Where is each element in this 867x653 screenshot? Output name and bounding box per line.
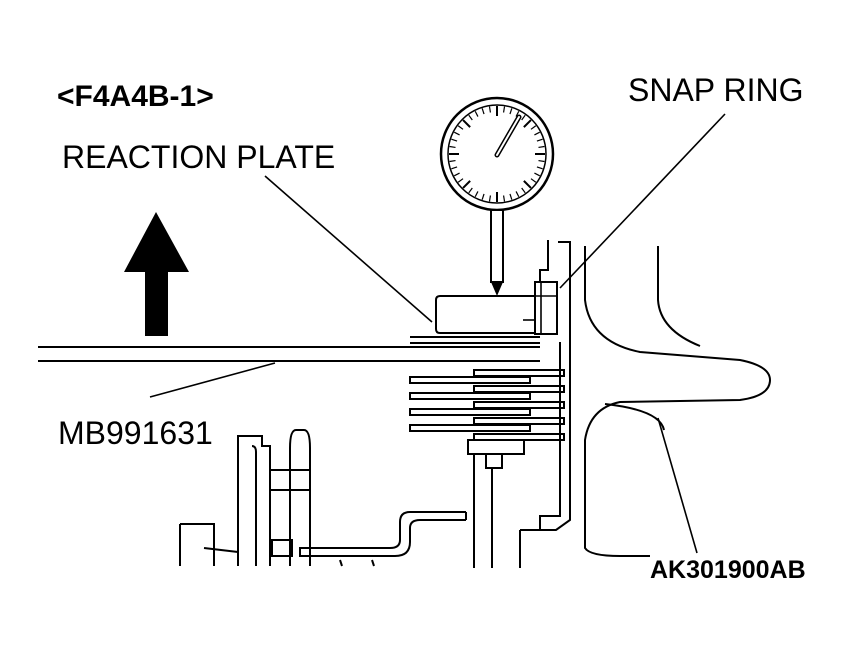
- snap-ring-leader: [559, 113, 726, 289]
- dial-gauge-tick: [451, 138, 458, 142]
- dial-gauge-ticks: [449, 106, 545, 202]
- figure-id-label: AK301900AB: [650, 556, 806, 584]
- reaction-plate: [410, 336, 540, 344]
- figure-leader: [657, 417, 698, 554]
- dial-gauge-tick: [538, 145, 545, 149]
- dial-gauge-tick: [536, 166, 543, 170]
- dial-gauge-tick: [530, 178, 537, 183]
- snap-ring: [534, 281, 558, 335]
- dial-gauge: [439, 96, 555, 296]
- reaction-plate-leader: [264, 175, 433, 323]
- dial-gauge-stem: [490, 209, 504, 283]
- dial-gauge-tick: [515, 110, 520, 117]
- dial-gauge-tick: [488, 106, 492, 113]
- model-code-label: <F4A4B-1>: [57, 80, 214, 113]
- dial-gauge-tick: [538, 159, 545, 163]
- reaction-plate-block: [435, 295, 536, 334]
- dial-gauge-tick: [502, 106, 506, 113]
- dial-gauge-tick: [453, 172, 460, 177]
- dial-gauge-needle-highlight: [496, 116, 520, 156]
- dial-gauge-tick: [462, 180, 471, 189]
- tool-number-label: MB991631: [58, 415, 213, 451]
- dial-gauge-tick: [521, 114, 526, 121]
- dial-gauge-tick: [534, 172, 541, 177]
- dial-gauge-tick: [488, 195, 492, 202]
- dial-gauge-tick: [449, 145, 456, 149]
- leader-lines: [149, 113, 726, 554]
- dial-gauge-tick: [474, 191, 479, 198]
- dial-gauge-tick: [523, 119, 532, 128]
- dial-gauge-tick: [536, 138, 543, 142]
- dial-gauge-tick: [453, 131, 460, 136]
- dial-gauge-tick: [509, 108, 513, 115]
- tool-bar: [38, 346, 540, 362]
- dial-gauge-tick: [502, 195, 506, 202]
- dial-gauge-tick: [481, 193, 485, 200]
- dial-gauge-tick: [468, 114, 473, 121]
- lift-direction-arrow-icon: [124, 212, 189, 336]
- dial-gauge-tick: [521, 187, 526, 194]
- dial-gauge-tick: [457, 178, 464, 183]
- dial-gauge-tick: [530, 125, 537, 130]
- dial-gauge-tick: [468, 187, 473, 194]
- transmission-housing: [473, 240, 772, 568]
- piston-assembly: [179, 429, 467, 567]
- dial-gauge-tip: [491, 282, 503, 296]
- dial-gauge-tick: [449, 159, 456, 163]
- clutch-plates: [409, 369, 565, 469]
- reaction-plate-label: REACTION PLATE: [62, 139, 335, 175]
- dial-gauge-tick: [515, 191, 520, 198]
- dial-gauge-tick: [462, 119, 471, 128]
- dial-gauge-tick: [457, 125, 464, 130]
- dial-gauge-tick: [481, 108, 485, 115]
- dial-gauge-tick: [534, 131, 541, 136]
- tool-leader: [149, 362, 276, 398]
- dial-gauge-tick: [474, 110, 479, 117]
- dial-gauge-tick: [523, 180, 532, 189]
- dial-gauge-tick: [451, 166, 458, 170]
- snap-ring-label: SNAP RING: [628, 72, 803, 108]
- dial-gauge-tick: [509, 193, 513, 200]
